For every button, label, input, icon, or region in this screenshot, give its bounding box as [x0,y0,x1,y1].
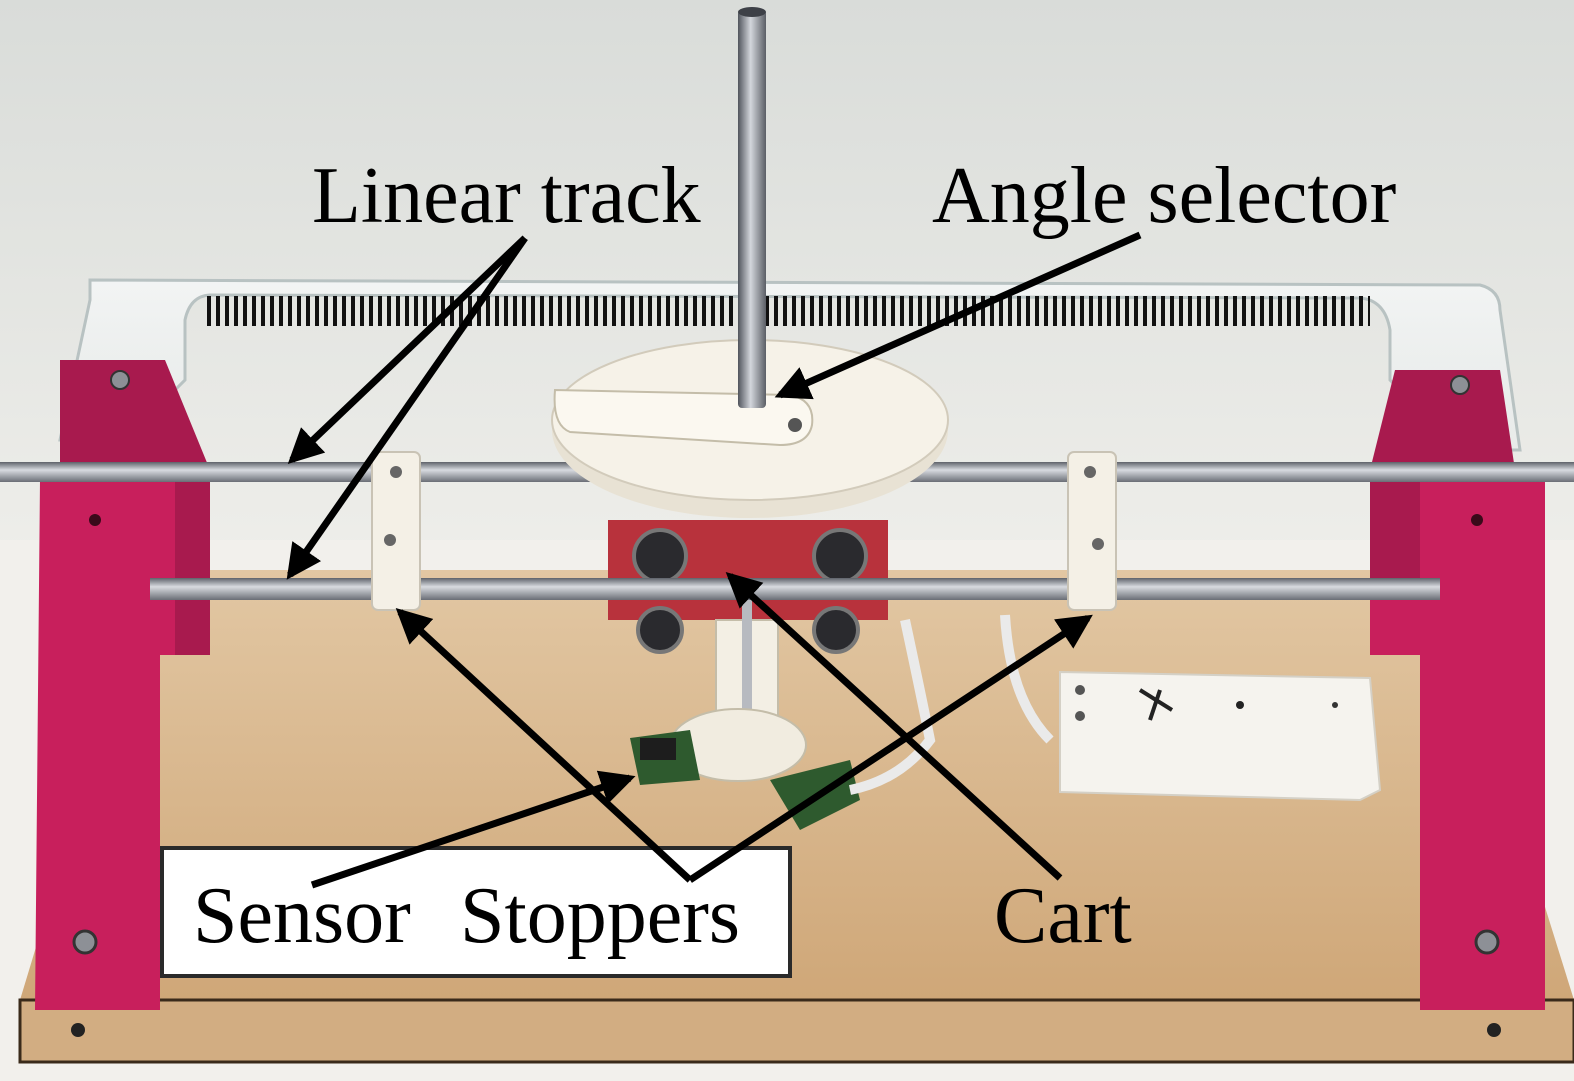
label-cart: Cart [994,872,1132,960]
box-screw-top [1075,685,1085,695]
arrow-stopper-left [395,608,693,883]
cart-bearing-bottom-left [636,606,684,654]
left-support-rear [60,360,210,655]
right-support-front [1370,480,1545,1010]
arrow-linear-track-front [286,235,528,580]
pendulum-rod-top [738,7,766,17]
sensor-chip [640,738,676,760]
arrow-angle-selector [774,231,1142,400]
stopper-right [1067,451,1117,611]
label-linear-track: Linear track [312,152,701,240]
acrylic-top-plate [58,278,1522,452]
box-screw-bottom [1075,711,1085,721]
ribbon-cable [848,618,936,795]
ribbon-cable-2 [1000,614,1054,744]
sensor-shaft [742,600,752,750]
front-rod [150,578,1440,600]
box-handwriting [1138,688,1174,721]
right-bolt [1474,929,1500,955]
electronics-box [1059,670,1382,802]
wood-base-front-edge [18,998,1574,1064]
label-sensor: Sensor [193,872,411,960]
stopper-right-screw-2 [1092,538,1104,550]
box-port [1332,702,1338,708]
box-led [1236,701,1244,709]
angle-selector-screw [788,418,802,432]
arrow-linear-track-rear [287,235,528,465]
pendulum-rod [738,10,766,408]
left-support-hole [89,514,101,526]
right-top-bolt [1450,375,1470,395]
right-support-hole [1471,514,1483,526]
label-angle-selector: Angle selector [932,152,1397,240]
arrow-cart [725,572,1063,881]
cart-bearing-bottom-right [812,606,860,654]
base-hole-right [1487,1023,1501,1037]
left-bolt [72,929,98,955]
arrow-sensor [310,770,636,889]
label-stoppers: Stoppers [460,872,740,960]
left-support-front [35,480,210,1010]
arrow-stopper-right [688,614,1093,883]
encoder-scale-strip [205,296,1370,326]
paper-card [160,846,792,978]
right-support-rear [1370,370,1515,600]
stopper-left-screw [390,466,402,478]
base-hole-left [71,1023,85,1037]
stopper-right-screw [1084,466,1096,478]
left-top-bolt [110,370,130,390]
stopper-left-screw-2 [384,534,396,546]
